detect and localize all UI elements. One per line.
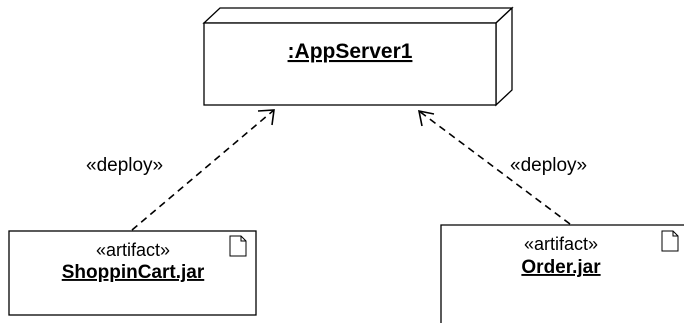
dependency-label: «deploy» <box>510 155 587 176</box>
dependency-label: «deploy» <box>86 155 163 176</box>
arrowhead-open-icon <box>417 109 435 127</box>
artifact-stereotype: «artifact» <box>524 234 598 254</box>
node-front-face <box>203 22 497 106</box>
arrowhead-open-icon <box>257 109 275 126</box>
node-appserver1[interactable]: :AppServer1 <box>202 6 514 107</box>
artifact-order[interactable]: «artifact» Order.jar <box>440 224 684 323</box>
artifact-shoppincart[interactable]: «artifact» ShoppinCart.jar <box>8 230 257 316</box>
artifact-name: ShoppinCart.jar <box>62 262 205 283</box>
document-icon <box>229 235 247 257</box>
artifact-name: Order.jar <box>521 257 601 278</box>
dependency-line <box>131 109 275 231</box>
artifact-stereotype: «artifact» <box>96 240 170 260</box>
node-title: :AppServer1 <box>288 40 413 63</box>
artifact-box <box>440 224 684 323</box>
document-icon <box>661 230 679 252</box>
deploy-dependency-right: «deploy» <box>417 109 587 225</box>
artifact-box <box>8 230 257 316</box>
deploy-dependency-left: «deploy» <box>86 109 275 231</box>
dependency-line <box>418 110 571 225</box>
node-top-face <box>202 7 514 24</box>
node-side-face <box>495 6 513 107</box>
